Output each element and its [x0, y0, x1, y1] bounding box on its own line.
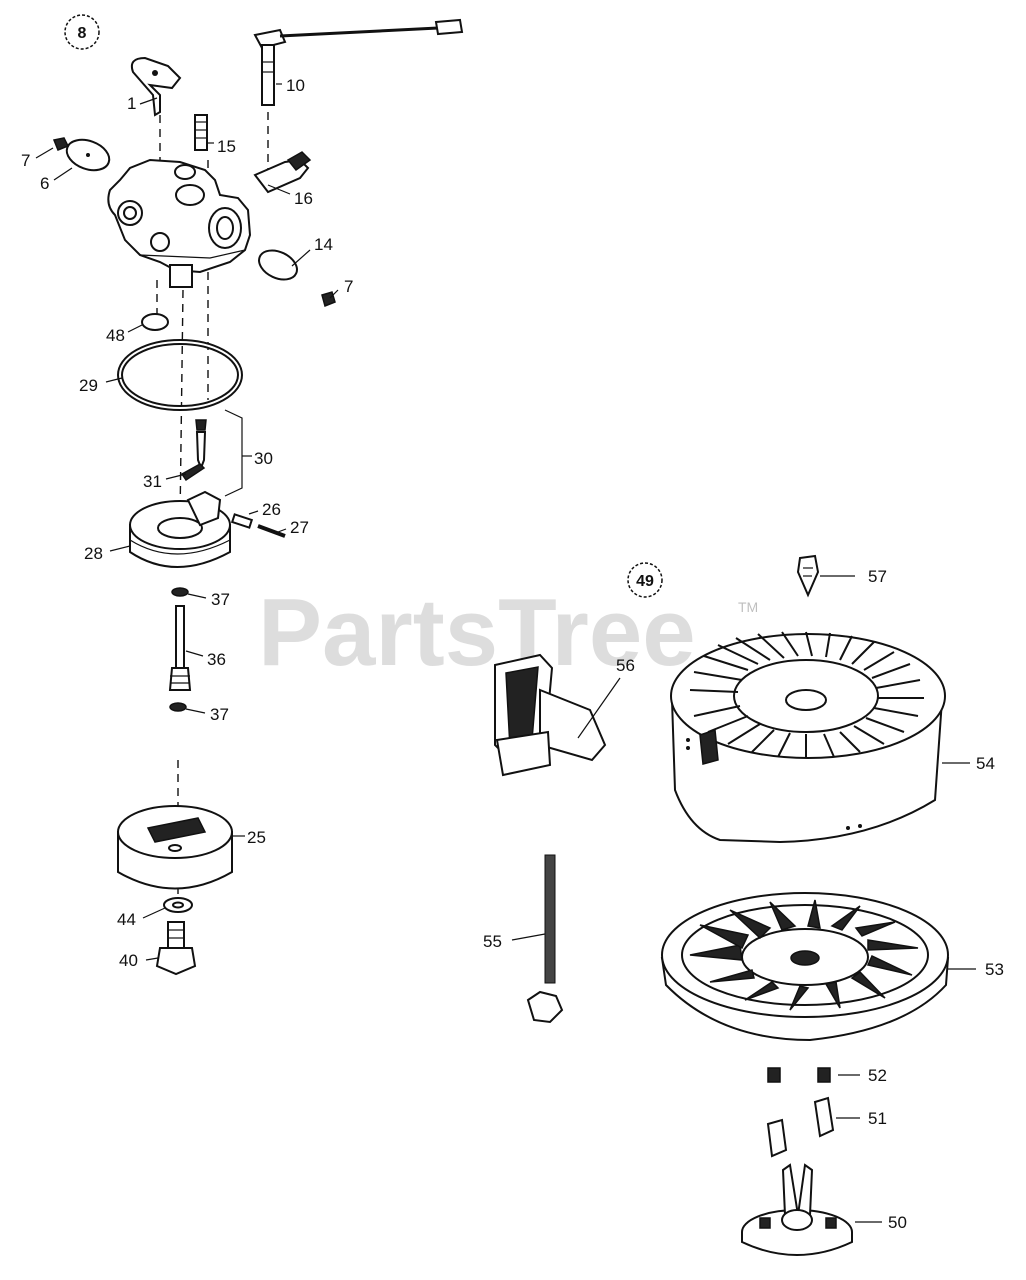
part-29-gasket[interactable]: [117, 339, 243, 411]
label-part-54[interactable]: 54: [976, 754, 995, 773]
part-56-starter-handle[interactable]: [494, 653, 607, 777]
part-26-float-spring[interactable]: [230, 513, 254, 529]
label-part-7-left[interactable]: 7: [21, 151, 30, 170]
label-part-57[interactable]: 57: [868, 567, 887, 586]
part-15-spring[interactable]: [194, 114, 208, 151]
housing-vents: [689, 631, 924, 758]
label-part-28[interactable]: 28: [84, 544, 103, 563]
group-ref-8[interactable]: 8: [64, 14, 100, 50]
part-44-washer[interactable]: [163, 897, 193, 913]
label-part-48[interactable]: 48: [106, 326, 125, 345]
part-53-pulley[interactable]: [660, 892, 950, 1042]
watermark-brand: PartsTree: [258, 579, 696, 686]
label-part-40[interactable]: 40: [119, 951, 138, 970]
label-part-30[interactable]: 30: [254, 449, 273, 468]
part-37-washer-upper[interactable]: [171, 587, 189, 597]
part-36-main-jet[interactable]: [168, 605, 192, 691]
label-part-55[interactable]: 55: [483, 932, 502, 951]
part-52-springs[interactable]: [767, 1067, 831, 1083]
part-10-throttle-shaft[interactable]: [253, 18, 464, 106]
part-14-choke-plate[interactable]: [254, 245, 301, 285]
part-31-clip[interactable]: [180, 463, 206, 482]
label-part-14[interactable]: 14: [314, 235, 333, 254]
label-part-29[interactable]: 29: [79, 376, 98, 395]
group-ref-8-label: 8: [78, 25, 87, 42]
label-part-25[interactable]: 25: [247, 828, 266, 847]
part-25-float-bowl[interactable]: [117, 805, 233, 890]
part-16-idle-screw[interactable]: [253, 151, 312, 194]
pulley-vanes: [689, 899, 919, 1011]
part-7-screw-right[interactable]: [321, 291, 336, 308]
part-28-float[interactable]: [129, 490, 231, 568]
label-part-52[interactable]: 52: [868, 1066, 887, 1085]
part-1-choke-lever[interactable]: [130, 56, 182, 117]
label-part-56[interactable]: 56: [616, 656, 635, 675]
watermark-tm: TM: [738, 599, 758, 615]
label-part-37-upper[interactable]: 37: [211, 590, 230, 609]
part-40-bowl-nut[interactable]: [155, 921, 197, 976]
label-part-10[interactable]: 10: [286, 76, 305, 95]
label-part-51[interactable]: 51: [868, 1109, 887, 1128]
label-part-50[interactable]: 50: [888, 1213, 907, 1232]
group-ref-49-label: 49: [636, 573, 654, 590]
part-30-needle-valve[interactable]: [195, 409, 243, 497]
label-part-6[interactable]: 6: [40, 174, 49, 193]
label-part-27[interactable]: 27: [290, 518, 309, 537]
label-part-31[interactable]: 31: [143, 472, 162, 491]
part-48-seal[interactable]: [141, 313, 169, 331]
label-part-37-lower[interactable]: 37: [210, 705, 229, 724]
label-part-1[interactable]: 1: [127, 94, 136, 113]
part-7-screw-left[interactable]: [52, 137, 70, 151]
carburetor-body[interactable]: [107, 158, 252, 288]
label-part-44[interactable]: 44: [117, 910, 136, 929]
part-51-pawls[interactable]: [766, 1096, 835, 1158]
group-ref-49[interactable]: 49: [627, 562, 663, 598]
part-37-washer-lower[interactable]: [169, 702, 187, 712]
label-part-26[interactable]: 26: [262, 500, 281, 519]
label-part-15[interactable]: 15: [217, 137, 236, 156]
part-57-tab[interactable]: [796, 554, 820, 598]
part-6-throttle-plate[interactable]: [63, 134, 114, 175]
label-part-7-right[interactable]: 7: [344, 277, 353, 296]
part-54-starter-housing[interactable]: [670, 631, 946, 844]
part-27-float-pin[interactable]: [257, 524, 286, 538]
label-part-16[interactable]: 16: [294, 189, 313, 208]
part-50-hub[interactable]: [741, 1163, 853, 1256]
label-part-36[interactable]: 36: [207, 650, 226, 669]
label-part-53[interactable]: 53: [985, 960, 1004, 979]
part-55-starter-rope[interactable]: [526, 854, 564, 1024]
